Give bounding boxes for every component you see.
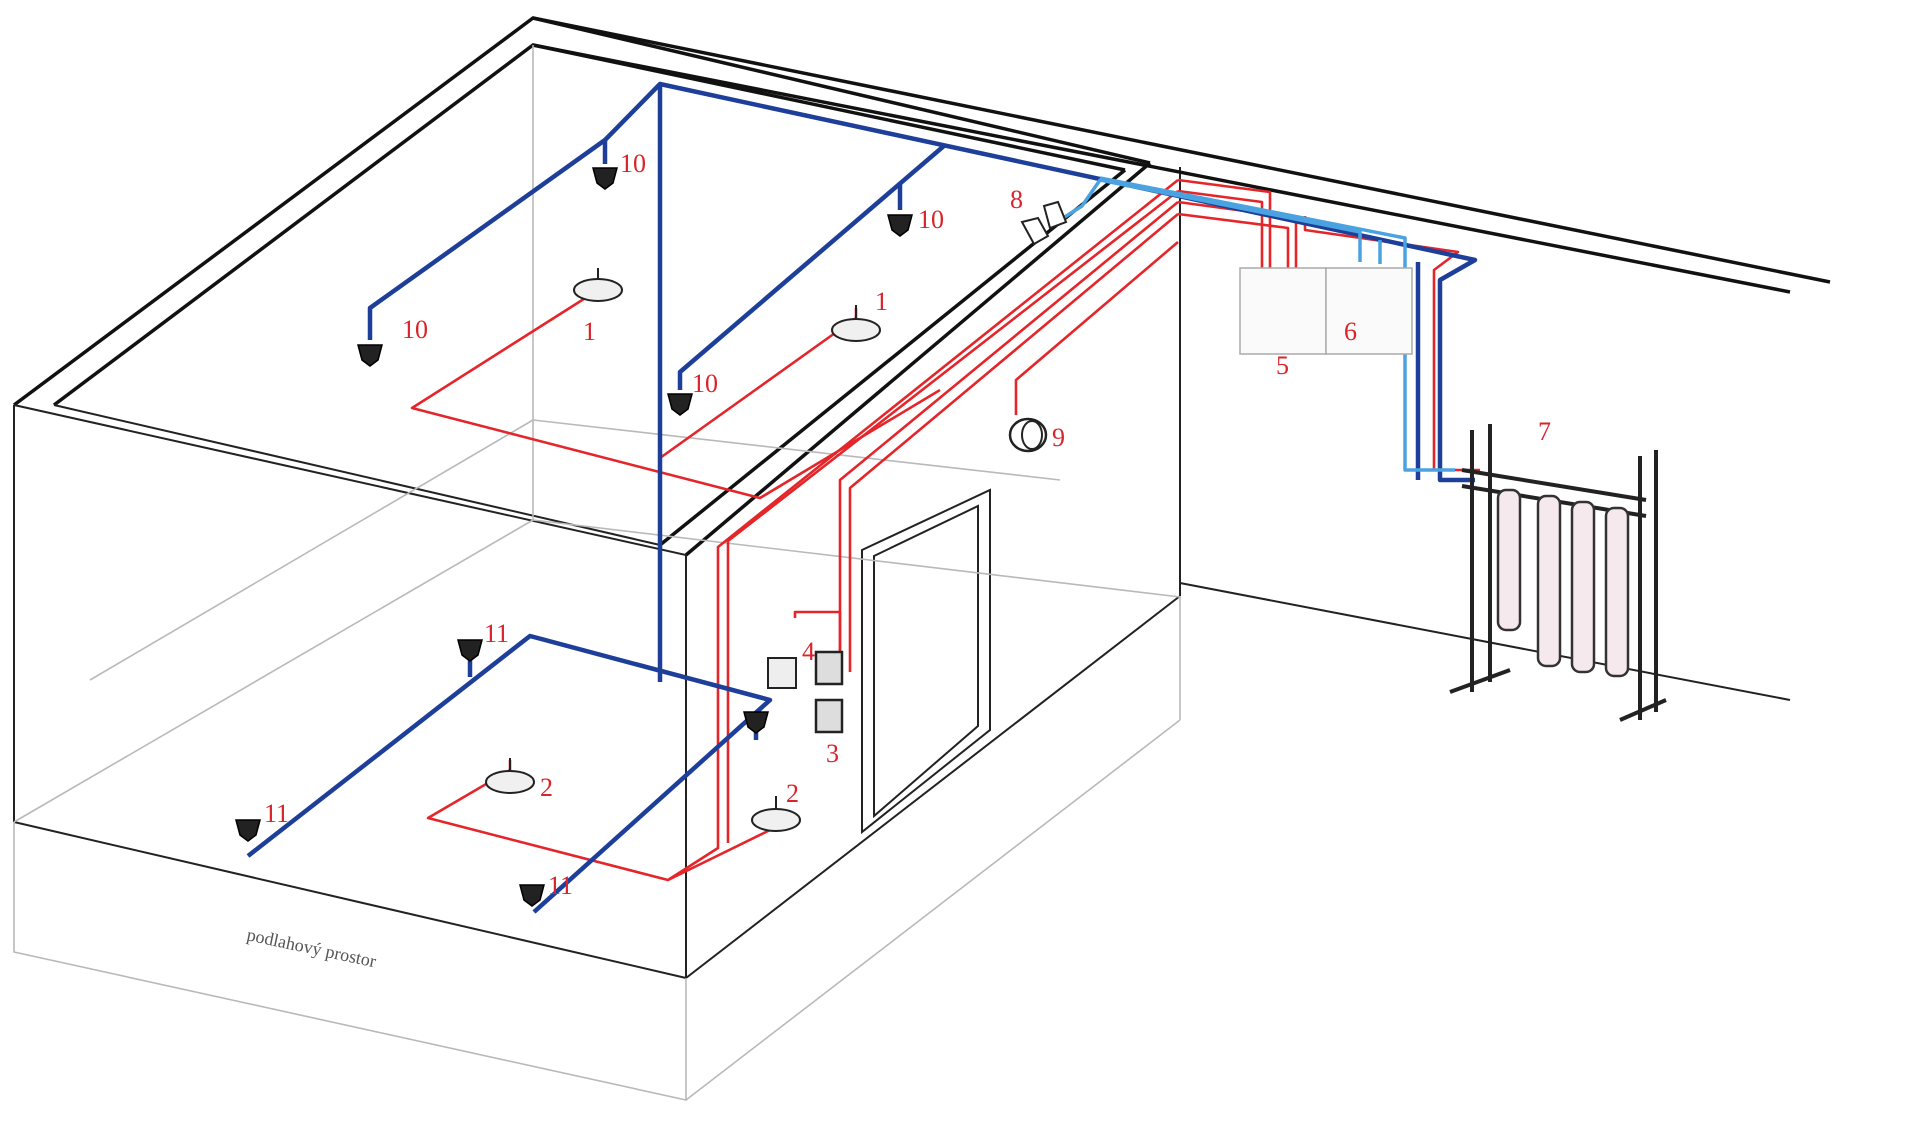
label-4: 4 xyxy=(802,637,815,666)
hidden-space-lines xyxy=(13,45,1181,1101)
label-10b: 10 xyxy=(918,205,944,234)
cylinder-4 xyxy=(1604,506,1630,678)
cylinder-rack[interactable] xyxy=(1449,424,1667,722)
label-6: 6 xyxy=(1344,317,1357,346)
smoke-detector-icon[interactable] xyxy=(751,796,801,832)
ceiling-nozzles xyxy=(357,167,913,416)
label-8: 8 xyxy=(1010,185,1023,214)
floor-space-label: podlahový prostor xyxy=(245,924,378,971)
nozzle-icon[interactable] xyxy=(887,214,913,237)
abort-button-icon[interactable] xyxy=(767,657,797,689)
label-1a: 1 xyxy=(583,317,596,346)
cylinder-2 xyxy=(1536,494,1562,668)
flasher-icon[interactable] xyxy=(1008,417,1048,453)
nozzle-icon[interactable] xyxy=(519,884,545,907)
smoke-detector-icon[interactable] xyxy=(831,305,881,342)
ceiling-detectors xyxy=(573,268,881,342)
label-9: 9 xyxy=(1052,423,1065,452)
label-2b: 2 xyxy=(786,779,799,808)
nozzle-icon[interactable] xyxy=(743,711,769,734)
release-button-icon[interactable] xyxy=(814,650,844,686)
label-3: 3 xyxy=(826,739,839,768)
control-panel-6 xyxy=(1325,267,1413,355)
cylinder-3 xyxy=(1570,500,1596,674)
release-button-icon[interactable] xyxy=(814,698,844,734)
alarm-devices xyxy=(1008,200,1068,453)
label-10c: 10 xyxy=(402,315,428,344)
label-7: 7 xyxy=(1538,417,1551,446)
label-11a: 11 xyxy=(484,619,509,648)
extinguishant-piping xyxy=(246,81,1478,914)
manual-call-points xyxy=(767,650,844,734)
floor-detectors xyxy=(485,758,801,832)
siren-icon[interactable] xyxy=(1020,200,1068,246)
control-panels xyxy=(1239,267,1413,355)
nozzle-icon[interactable] xyxy=(667,393,693,416)
label-2a: 2 xyxy=(540,773,553,802)
label-10a: 10 xyxy=(620,149,646,178)
building-walls xyxy=(12,16,1831,979)
nozzle-icon[interactable] xyxy=(457,639,483,662)
label-10d: 10 xyxy=(692,369,718,398)
cylinder-1 xyxy=(1496,488,1522,632)
label-11b: 11 xyxy=(264,799,289,828)
smoke-detector-icon[interactable] xyxy=(573,268,623,302)
label-11c: 11 xyxy=(548,871,573,900)
nozzle-icon[interactable] xyxy=(592,167,618,190)
label-5: 5 xyxy=(1276,351,1289,380)
smoke-detector-icon[interactable] xyxy=(485,758,535,794)
control-panel-5 xyxy=(1239,267,1327,355)
floor-nozzles xyxy=(235,639,769,907)
label-1b: 1 xyxy=(875,287,888,316)
nozzle-icon[interactable] xyxy=(235,819,261,842)
nozzle-icon[interactable] xyxy=(357,344,383,367)
